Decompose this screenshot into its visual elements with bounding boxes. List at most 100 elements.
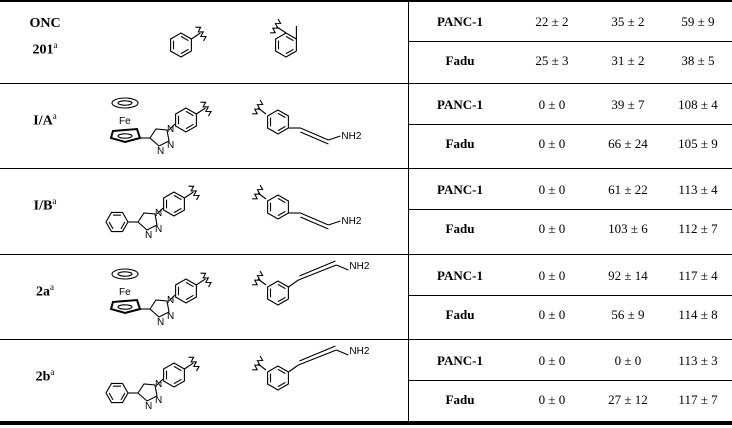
iron-atom-label: Fe	[119, 287, 131, 298]
cell-line-name: Fadu	[445, 136, 475, 151]
bond	[191, 32, 201, 40]
bond	[288, 279, 299, 288]
wavy-bond	[252, 355, 264, 371]
compound-label: I/Ba	[0, 196, 90, 215]
cell-value: 0 ± 0	[538, 182, 566, 197]
footnote-mark: a	[50, 282, 54, 292]
cell-value: 92 ± 14	[608, 268, 648, 283]
nitrogen-label: N	[157, 317, 164, 328]
cp-ring-top	[111, 97, 139, 109]
bond	[168, 123, 176, 131]
compound-name: I/A	[33, 113, 53, 129]
compound-label: I/Aa	[0, 111, 90, 130]
cell-value: 0 ± 0	[538, 268, 566, 283]
wavy-bond	[252, 184, 264, 200]
sub-row-separator	[408, 295, 732, 296]
column-divider	[408, 0, 409, 421]
triazole-ring	[149, 299, 170, 318]
cell-value: 0 ± 0	[538, 353, 566, 368]
compound-label-line: I/Aa	[0, 111, 90, 130]
double-bond	[173, 365, 182, 372]
cell-value: 38 ± 5	[681, 53, 715, 68]
cell-value: 113 ± 4	[678, 182, 718, 197]
compound-label-line: 2ba	[0, 367, 90, 386]
bond	[257, 278, 267, 286]
cell-value: 0 ± 0	[538, 392, 566, 407]
iron-atom-label: Fe	[119, 116, 131, 127]
nitrogen-label: N	[155, 395, 162, 406]
cp-ring-bottom-inner	[117, 304, 133, 310]
amine-label: NH2	[349, 261, 369, 272]
double-bond	[185, 294, 194, 301]
band-separator	[0, 83, 732, 84]
double-bond	[277, 197, 286, 204]
double-bond	[173, 207, 182, 214]
alkyne-bond	[299, 345, 336, 362]
double-bond	[277, 283, 286, 290]
cell-value: 35 ± 2	[611, 14, 645, 29]
nitrogen-label: N	[167, 124, 174, 135]
alkyne-bond	[300, 131, 329, 145]
wavy-bond	[188, 185, 200, 201]
bond	[257, 192, 267, 200]
band-separator	[0, 168, 732, 169]
phenyl-ring	[105, 211, 129, 233]
cell-line-name: Fadu	[445, 53, 475, 68]
cell-line-name: Fadu	[445, 307, 475, 322]
cell-value: 59 ± 9	[681, 14, 715, 29]
triazole-ring	[137, 383, 158, 402]
bond	[196, 107, 206, 115]
cell-line-name: PANC-1	[437, 182, 483, 197]
nitrogen-label: N	[167, 295, 174, 306]
double-bond	[277, 381, 286, 388]
double-bond	[277, 296, 286, 303]
cp-ring-bottom-inner	[117, 133, 133, 139]
cp-ring-top-inner	[117, 271, 133, 277]
footnote-mark: a	[52, 196, 57, 206]
double-bond	[173, 194, 182, 201]
nitrogen-label: N	[167, 311, 174, 322]
cell-value: 39 ± 7	[611, 97, 645, 112]
wavy-bond	[195, 26, 207, 42]
compound-label: 2ba	[0, 367, 90, 386]
cell-value: 105 ± 9	[678, 136, 718, 151]
cp-ring-bottom	[109, 127, 142, 144]
cell-line-name: PANC-1	[437, 268, 483, 283]
nitrogen-label: N	[155, 208, 162, 219]
double-bond	[277, 112, 286, 119]
cell-line-name: Fadu	[445, 392, 475, 407]
amine-label: NH2	[341, 131, 361, 142]
phenyl-ring	[105, 382, 129, 404]
cell-value: 113 ± 3	[678, 353, 718, 368]
compound-label-line: ONC	[0, 16, 90, 32]
top-rule	[0, 0, 732, 2]
compound-label-line: I/Ba	[0, 196, 90, 215]
cell-line-name: PANC-1	[437, 353, 483, 368]
wavy-bond	[200, 101, 212, 117]
double-bond	[285, 35, 294, 42]
bond	[156, 207, 164, 215]
cell-value: 117 ± 7	[678, 392, 718, 407]
alkyne-bond	[300, 127, 329, 141]
bond	[184, 362, 194, 370]
double-bond	[277, 368, 286, 375]
cell-value: 0 ± 0	[538, 307, 566, 322]
nitrogen-label: N	[155, 379, 162, 390]
alkyne-bond	[298, 349, 337, 366]
footnote-mark: a	[52, 111, 57, 121]
cell-value: 25 ± 3	[535, 53, 569, 68]
bond	[184, 191, 194, 199]
bond	[336, 349, 349, 356]
double-bond	[185, 110, 194, 117]
cell-value: 56 ± 9	[611, 307, 645, 322]
nitrogen-label: N	[145, 230, 152, 241]
wavy-bond	[252, 270, 264, 286]
band-separator	[0, 254, 732, 255]
alkyne-bond	[298, 264, 337, 281]
cell-value: 112 ± 7	[678, 221, 718, 236]
